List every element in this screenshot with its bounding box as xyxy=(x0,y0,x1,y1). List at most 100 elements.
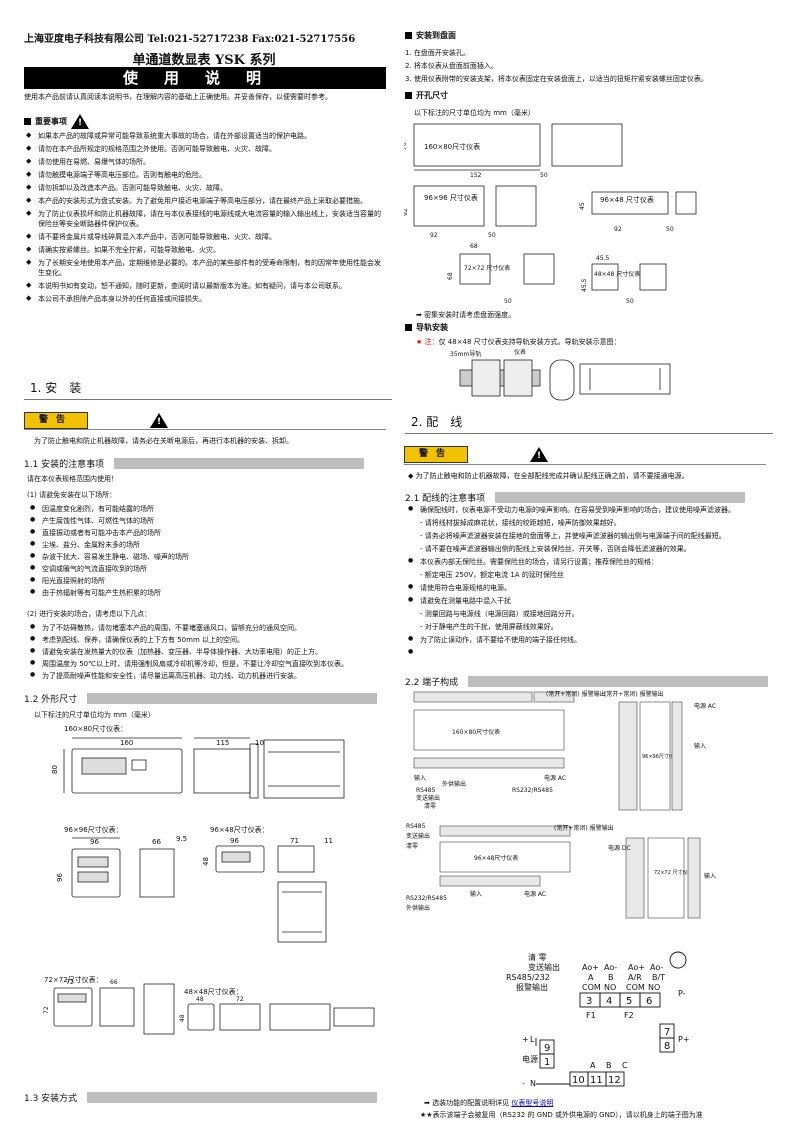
alarm-label-160: (常开+常闭) 报警输出 xyxy=(546,690,606,698)
dim-96-label: 96×96尺寸仪表： xyxy=(64,825,123,834)
install-notes-list: 为了不妨碍散热，请勿堵塞本产品的周围，不要堵塞通风口，留够充分的通风空间。考虑到… xyxy=(28,623,388,681)
final-t11: 11 xyxy=(590,1075,603,1086)
mount-heading: 安装到盘面 xyxy=(405,30,456,41)
rail-heading: 导轨安装 xyxy=(405,322,448,333)
final-ta: A xyxy=(590,1061,596,1070)
list-item: 因温度变化剧烈，有可能结露的场所 xyxy=(28,504,384,514)
list-item: 为了防止仪表损坏和防止机器故障，请在与本仪表接线的电源线或大电流容量的输入输出线… xyxy=(24,209,386,229)
dims-unit-text: 以下标注的尺寸单位均为 mm（毫米） xyxy=(34,711,155,719)
ext-power-label-160: 外供输出 xyxy=(442,780,466,788)
cutout-72-label: 72×72 尺寸仪表 xyxy=(464,264,510,272)
final-t10: 10 xyxy=(572,1075,585,1086)
alarm-label-9648: (常开+常闭) 报警输出 xyxy=(554,824,614,832)
rs232-label-160: RS232/RS485 xyxy=(512,787,553,794)
final-aoplus-1: Ao+ xyxy=(582,963,599,972)
warning-label: 警告 xyxy=(404,445,468,463)
rs232-label-9648: RS232/RS485 xyxy=(406,895,447,902)
final-t1: 1 xyxy=(544,1057,550,1068)
dim-96-depth: 66 xyxy=(152,838,161,846)
dim-4848-height: 48 xyxy=(179,1014,186,1022)
cutout-note: ➡ 密集安装时请考虑盘面强度。 xyxy=(416,311,516,319)
list-item: 本产品的安装形式为盘式安装。为了避免用户接近电源端子等高电压部分，请在最终产品上… xyxy=(24,196,386,206)
alarm-label-96: (常开+常闭) 报警输出 xyxy=(604,690,664,698)
rail-meter-label: 仪表 xyxy=(514,348,526,356)
manual-title-bar: 使用说明 xyxy=(24,67,386,89)
mount-step: 2. 将本仪表从盘面前面插入。 xyxy=(405,62,498,70)
list-item: 考虑到配线、保养，请确保仪表的上下方有 50mm 以上的空间。 xyxy=(28,635,388,645)
final-t5: 5 xyxy=(626,996,632,1007)
clear-label-160: 清零 xyxy=(424,802,436,810)
company-header: 上海亚度电子科技有限公司 Tel:021-52717238 Fax:021-52… xyxy=(24,34,356,45)
final-aominus-2: Ao- xyxy=(650,963,663,972)
cutout-160-label: 160×80尺寸仪表 xyxy=(424,142,480,151)
wiring-footer-2: ★★表示该端子会被复用（RS232 的 GND 或外供电源的 GND），请以机身… xyxy=(420,1111,703,1119)
dim-9648-thickness: 11 xyxy=(324,837,333,845)
dim-72-label: 72×72尺寸仪表： xyxy=(44,975,103,984)
warning-triangle-icon xyxy=(150,412,168,428)
dim-96-height: 96 xyxy=(56,873,64,882)
list-item: 阳光直接照射的场所 xyxy=(28,576,384,586)
cutout-drawings: 160×80尺寸仪表 76 152 50 96×96 尺寸仪表 92 92 50… xyxy=(404,123,697,305)
cutout-48-gap: 50 xyxy=(626,298,634,305)
warning-label: 警告 xyxy=(24,411,88,429)
mount-step: 1. 在盘面开安装孔。 xyxy=(405,49,470,57)
final-trans-label: 变送输出 xyxy=(528,962,560,972)
final-tc: C xyxy=(622,1061,628,1070)
wiring-footer-1: ➡ 选装功能的配置说明详见 仪表型号说明 xyxy=(424,1099,554,1107)
wiring-note: 请使用符合电源规格的电源。● xyxy=(408,583,511,592)
dim-72-height: 72 xyxy=(43,1006,50,1014)
final-plus: + xyxy=(522,1035,529,1044)
dim-4848-label: 48×48尺寸仪表： xyxy=(184,987,243,996)
wiring-subnote: - 请不要在噪声滤波器输出侧的配线上安装保险丝、开关等，否则会降低滤波器的效果。 xyxy=(420,545,691,553)
section-1-1-heading: 1.1 安装的注意事项 xyxy=(24,457,365,470)
clear-label-9648: 清零 xyxy=(406,842,418,850)
model-link[interactable]: 仪表型号说明 xyxy=(511,1099,554,1107)
final-t3: 3 xyxy=(586,996,592,1007)
warning-triangle-icon xyxy=(71,114,89,129)
input-label-160: 输入 xyxy=(414,774,426,782)
ext-power-label-9648: 外供输出 xyxy=(406,904,430,912)
cutout-9648-gap: 50 xyxy=(666,226,674,233)
dim-96-width: 96 xyxy=(90,838,99,846)
final-aominus-1: Ao- xyxy=(604,963,617,972)
square-bullet-icon xyxy=(24,118,31,125)
wiring-note: 本仪表内部无保险丝。需要保险丝的场合，请另行设置；推荐保险丝的规格：● xyxy=(408,557,658,566)
final-n: N xyxy=(530,1079,536,1088)
final-aoplus-2: Ao+ xyxy=(628,963,645,972)
cutout-9648-height: 45 xyxy=(579,202,586,210)
power-label-96: 电源 AC xyxy=(694,702,716,710)
section-1-2-heading: 1.2 外形尺寸 xyxy=(24,692,378,705)
section-2-1-heading: 2.1 配线的注意事项 xyxy=(405,491,746,504)
final-a: A xyxy=(588,973,594,982)
cutout-72-width: 68 xyxy=(470,243,478,250)
final-clear-label: 清 零 xyxy=(528,952,547,962)
wiring-subnote: - 请将线材拔掉成麻花状，接线的绞距越短，噪声防御效果越好。 xyxy=(420,519,621,527)
avoid-list: 因温度变化剧烈，有可能结露的场所产生腐蚀性气体、可燃性气体的场所直接振动或者有可… xyxy=(28,504,384,598)
input-label-9648: 输入 xyxy=(470,890,482,898)
terminal-72-label: 72×72 尺寸仪表 xyxy=(654,869,693,876)
list-item: 尘埃、盐分、金属粉末多的场所 xyxy=(28,540,384,550)
list-item: 产生腐蚀性气体、可燃性气体的场所 xyxy=(28,516,384,526)
power-label-9648: 电源 AC xyxy=(524,890,546,898)
section-2-2-heading: 2.2 端子构成 xyxy=(405,675,769,688)
final-no1: NO xyxy=(604,983,616,992)
wiring-note: 请避免在测量电路中混入干扰● xyxy=(408,596,511,605)
install-warning-text: 为了防止触电和防止机器故障，请务必在关断电源后，再进行本机器的安装、拆卸。 xyxy=(34,437,293,445)
install-notes-heading: (2) 进行安装的场合，请考虑以下几点： xyxy=(27,610,152,618)
cutout-unit-text: 以下标注的尺寸单位均为 mm（毫米） xyxy=(414,109,535,117)
final-rs-label: RS485/232 xyxy=(506,973,550,982)
cutout-160-gap: 50 xyxy=(540,172,548,179)
intro-text: 使用本产品前请认真阅读本说明书，在理解内容的基础上正确使用。并妥善保存，以便需要… xyxy=(24,93,332,101)
rs485-label-9648: RS485 xyxy=(406,823,426,830)
outline-dimension-drawings: 160×80尺寸仪表： 160 80 115 10 96×96尺寸仪表： 96 … xyxy=(43,724,375,1035)
list-item: 请避免安装在发热量大的仪表（加热器、变压器、半导体操作器、大功率电阻）的正上方。 xyxy=(28,647,388,657)
list-item: 由于热辐射等有可能产生热积累的场所 xyxy=(28,588,384,598)
avoid-heading: (1) 请避免安装在以下场所： xyxy=(27,491,117,499)
terminal-160-label: 160×80尺寸仪表 xyxy=(452,728,500,736)
rail-label: 35mm导轨 xyxy=(450,350,481,358)
wiring-subnote: - 请务必将噪声滤波器安装在接地的盘面等上，并使噪声滤波器的输出侧与电源端子间的… xyxy=(420,532,726,540)
mount-step: 3. 使用仪表附带的安装支架，将本仪表固定在安装盘面上，以适当的扭矩拧紧安装螺丝… xyxy=(405,75,708,83)
square-bullet-icon xyxy=(405,324,412,331)
wiring-subnote: - 测量回路与电源线（电源回路）或接地回路分开。 xyxy=(420,610,579,618)
install-warning-box: 警告 xyxy=(24,411,168,429)
